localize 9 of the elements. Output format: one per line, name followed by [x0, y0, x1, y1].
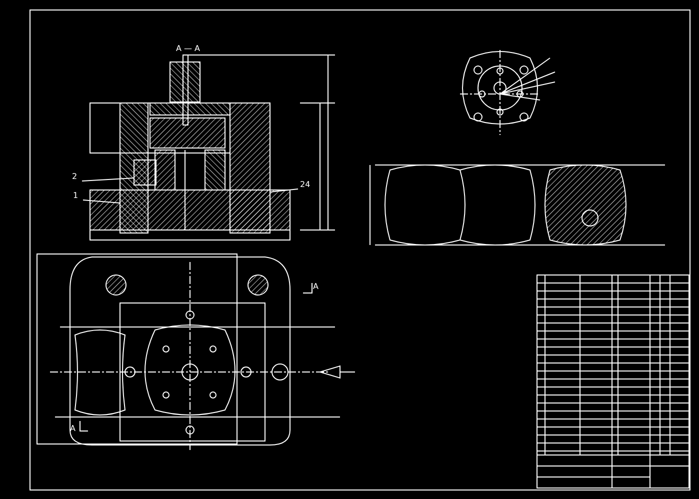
callout-number: 1 [73, 191, 78, 200]
section-label: A [313, 282, 318, 291]
section-label: A [70, 424, 76, 433]
section-title: A — A [176, 44, 200, 53]
callout-number: 2 [72, 172, 78, 181]
die-part [230, 102, 270, 234]
die-part [134, 160, 156, 186]
leader-line [270, 188, 298, 192]
callout-number: 24 [300, 180, 310, 189]
